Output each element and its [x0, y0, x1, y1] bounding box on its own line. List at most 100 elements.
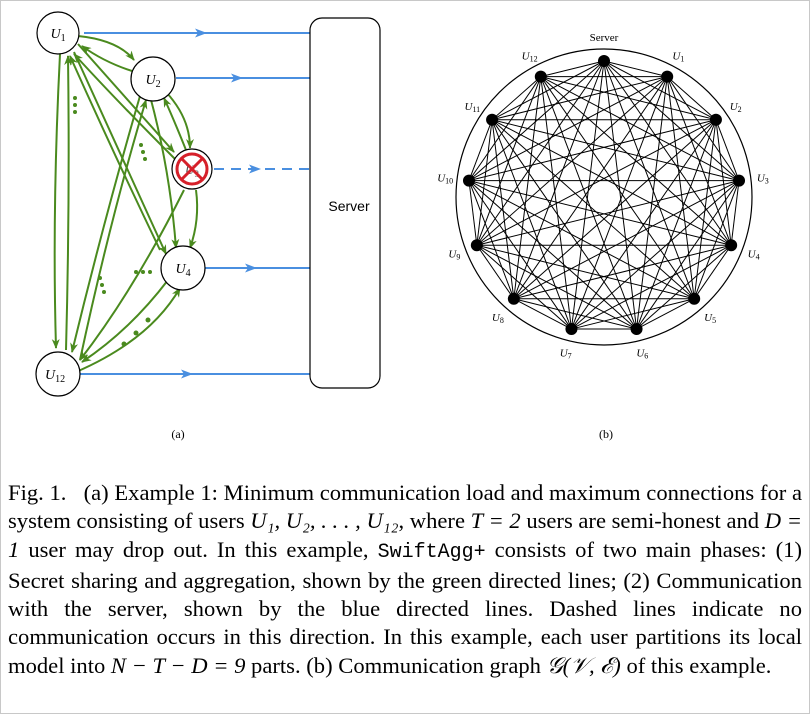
- graph-node-u5: [688, 292, 701, 305]
- graph-edge: [693, 119, 717, 299]
- graph-edge: [468, 180, 478, 246]
- graph-edge: [636, 76, 668, 330]
- graph-node-u7: [565, 323, 578, 336]
- graph-edge: [730, 180, 740, 246]
- graph-edge: [603, 60, 740, 181]
- graph-label-u2: U2: [730, 101, 742, 114]
- graph-outer-circle: [455, 48, 753, 346]
- graph-edge: [468, 76, 668, 182]
- graph-label-server: Server: [590, 32, 619, 44]
- server-label: Server: [328, 198, 370, 214]
- graph-edge: [603, 60, 668, 78]
- graph-edge: [468, 119, 493, 181]
- caption-text-3: users are semi-honest and: [520, 508, 765, 534]
- graph-edge: [540, 76, 732, 246]
- graph-label-u4: U4: [748, 249, 760, 262]
- caption-scheme-name: SwiftAgg+: [377, 540, 486, 564]
- graph-edge: [570, 76, 668, 330]
- graph-edge: [491, 119, 515, 299]
- graph-node-server: [598, 55, 610, 67]
- caption-d-math: D = 1: [8, 508, 802, 562]
- graph-edge: [468, 119, 717, 182]
- figure-caption: Fig. 1. (a) Example 1: Minimum communica…: [8, 479, 802, 680]
- graph-node-u1: [661, 70, 674, 83]
- graph-edge: [476, 119, 493, 246]
- graph-edge: [666, 76, 695, 299]
- graph-node-u3: [733, 174, 746, 187]
- graph-edge: [540, 60, 605, 78]
- graph-label-u7: U7: [560, 347, 572, 360]
- graph-edge: [468, 180, 695, 300]
- graph-edge: [603, 60, 695, 299]
- secret-sharing-arrows: [51, 35, 199, 373]
- panel-a-label: (a): [171, 427, 184, 441]
- graph-edge: [636, 298, 695, 330]
- graph-edge: [476, 180, 740, 246]
- graph-edge: [540, 76, 572, 330]
- graph-edge: [513, 298, 637, 330]
- graph-edge: [476, 60, 605, 246]
- user-node-u4: U4: [160, 245, 206, 291]
- graph-nodes: [462, 55, 746, 336]
- user-node-u12: U12: [35, 351, 81, 397]
- panel-a: U1 U2 U3 U4 U12 Server (a): [35, 11, 381, 441]
- graph-edge: [468, 60, 605, 181]
- graph-node-u2: [709, 113, 722, 126]
- graph-node-u10: [462, 174, 475, 187]
- figure-1: U1 U2 U3 U4 U12 Server (a) Server: [35, 11, 769, 441]
- caption-text-4: user may drop out. In this example,: [19, 536, 378, 562]
- graph-label-u12: U12: [522, 50, 538, 63]
- caption-text-5: consists of two main phases: (1) Secret …: [8, 536, 802, 678]
- server-box: [309, 17, 381, 389]
- graph-edge: [468, 180, 732, 246]
- graph-label-u9: U9: [448, 249, 460, 262]
- graph-edge: [513, 180, 740, 300]
- graph-edge: [571, 119, 717, 330]
- graph-edge: [468, 180, 515, 299]
- graph-edge: [491, 60, 605, 121]
- graph-edge: [513, 60, 605, 299]
- graph-edge: [476, 244, 695, 300]
- graph-label-u8: U8: [492, 312, 504, 325]
- caption-prefix: Fig. 1.: [8, 480, 67, 505]
- graph-edge: [603, 60, 638, 330]
- graph-edge: [603, 60, 717, 121]
- graph-edge: [513, 76, 668, 300]
- graph-edge: [540, 76, 740, 182]
- graph-edge: [476, 119, 717, 246]
- graph-edge: [476, 244, 637, 330]
- graph-edge: [666, 76, 740, 181]
- user-node-u1: U1: [36, 11, 80, 55]
- server-arrows: [80, 28, 310, 379]
- graph-edge: [571, 298, 695, 330]
- graph-edge: [491, 76, 668, 121]
- graph-label-u3: U3: [757, 173, 769, 186]
- graph-label-u1: U1: [672, 50, 684, 63]
- graph-edge: [513, 119, 717, 300]
- graph-edges: [468, 60, 740, 330]
- caption-graph-math: 𝒢(𝒱, ℰ): [546, 652, 621, 678]
- graph-edge: [468, 180, 637, 330]
- graph-edge: [491, 119, 732, 246]
- graph-edge: [571, 244, 732, 330]
- graph-edge: [636, 119, 717, 330]
- graph-edge: [715, 119, 740, 181]
- graph-edge: [476, 244, 572, 330]
- graph-edge: [513, 244, 732, 300]
- graph-edge: [476, 76, 668, 246]
- graph-edge: [513, 76, 542, 299]
- graph-edge: [468, 76, 542, 181]
- caption-users-math: U₁, U₂, . . . , U₁₂: [250, 508, 399, 534]
- caption-text-2: , where: [398, 508, 471, 534]
- caption-parts-math: N − T − D = 9: [110, 652, 246, 678]
- graph-edge: [540, 76, 638, 330]
- graph-edge: [491, 119, 572, 330]
- graph-edge: [715, 119, 732, 246]
- graph-edge: [491, 76, 542, 121]
- caption-text-7: of this example.: [620, 652, 772, 678]
- ellipsis-dots: [73, 96, 152, 347]
- graph-edge: [491, 119, 637, 330]
- graph-label-u11: U11: [464, 101, 480, 114]
- graph-edge: [540, 76, 717, 121]
